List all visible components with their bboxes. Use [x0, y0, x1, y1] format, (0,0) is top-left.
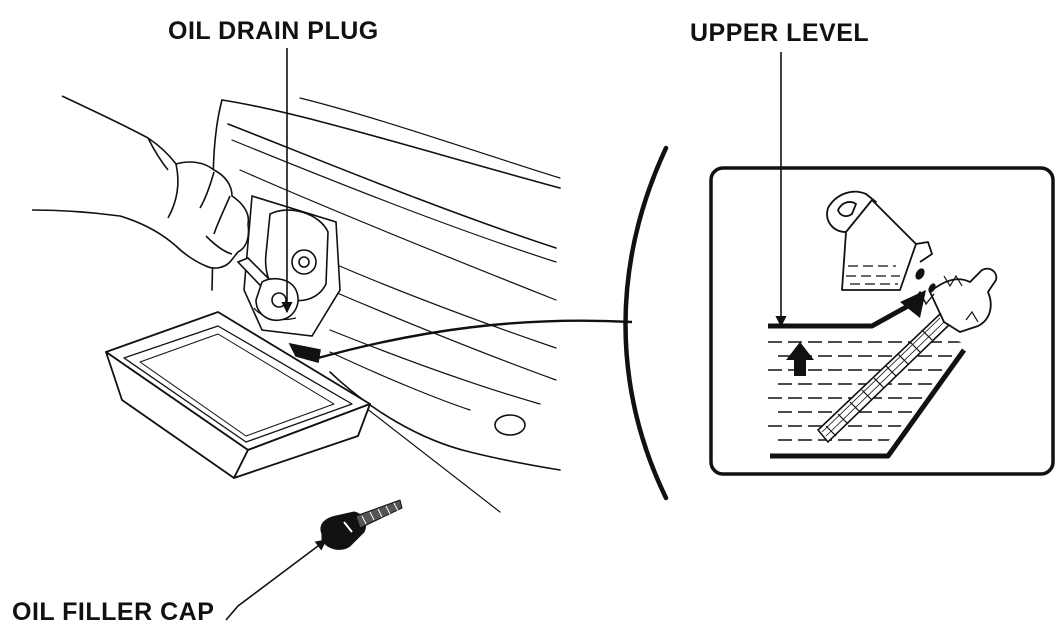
leader-oil-filler-cap [225, 539, 327, 621]
oil-drain-plug-label: OIL DRAIN PLUG [168, 17, 379, 45]
detail-oil-drops [915, 268, 936, 293]
detail-filler-opening [900, 290, 926, 318]
detail-level-up-arrow [786, 342, 814, 376]
detail-connector-line [317, 319, 633, 360]
detail-oil-jug [826, 190, 933, 291]
oil-filler-cap-part [320, 499, 403, 550]
oil-filler-cap-label: OIL FILLER CAP [12, 598, 215, 626]
hand [31, 95, 250, 269]
upper-level-label: UPPER LEVEL [690, 19, 870, 47]
detail-arc [623, 145, 669, 501]
drain-pan [105, 311, 371, 479]
detail-dipstick [816, 267, 998, 444]
